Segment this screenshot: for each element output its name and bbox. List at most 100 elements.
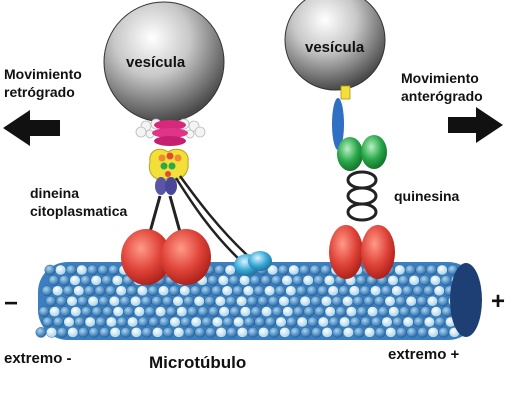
tubulin-alpha	[70, 306, 82, 317]
tubulin-beta	[62, 285, 74, 297]
dynein-stalk-long-2	[178, 175, 249, 257]
tubulin-beta	[77, 295, 89, 307]
tubulin-alpha	[426, 295, 438, 307]
tubulin-alpha	[127, 316, 139, 328]
tubulin-beta	[52, 316, 64, 328]
tubulin-beta	[214, 264, 226, 276]
tubulin-beta	[123, 306, 135, 317]
tubulin-beta	[56, 327, 68, 338]
tubulin-beta	[292, 306, 304, 317]
tubulin-beta	[355, 275, 367, 286]
tubulin-beta	[401, 285, 413, 297]
tubulin-alpha	[384, 295, 396, 307]
tubulin-beta	[423, 285, 435, 297]
tubulin-alpha	[111, 275, 123, 286]
tubulin-beta	[298, 264, 310, 276]
tubulin-alpha	[155, 306, 167, 317]
tubulin-alpha	[408, 275, 420, 286]
tubulin-beta	[44, 264, 56, 276]
tubulin-beta	[328, 316, 340, 328]
tubulin-alpha	[179, 285, 191, 297]
tubulin-beta	[194, 327, 206, 338]
kinesin-light-chain-yellow	[340, 85, 351, 100]
kinesin-tail-right	[361, 135, 387, 169]
tubulin-beta	[151, 295, 163, 307]
tubulin-alpha	[52, 285, 64, 297]
tubulin-beta	[359, 285, 371, 297]
tubulin-alpha	[239, 275, 251, 286]
tubulin-beta	[228, 275, 240, 286]
tubulin-alpha	[90, 275, 102, 286]
retrograde-arrow-icon	[3, 110, 60, 146]
tubulin-alpha	[323, 275, 335, 286]
tubulin-alpha	[385, 327, 397, 338]
tubulin-alpha	[342, 327, 354, 338]
dynein-stalk-right	[168, 195, 182, 233]
tubulin-beta	[377, 306, 389, 317]
tubulin-beta	[398, 306, 410, 317]
tubulin-beta	[186, 306, 198, 317]
tubulin-beta	[161, 295, 173, 307]
tubulin-beta	[250, 306, 262, 317]
tubulin-beta	[120, 327, 132, 338]
tubulin-alpha	[105, 316, 117, 328]
tubulin-beta	[254, 316, 266, 328]
tubulin-alpha	[345, 306, 357, 317]
tubulin-alpha	[370, 285, 382, 297]
dynein-head-right	[161, 229, 211, 285]
tubulin-beta	[189, 285, 201, 297]
tubulin-beta	[415, 264, 427, 276]
tubulin-alpha	[278, 295, 290, 307]
tubulin-alpha	[87, 295, 99, 307]
tubulin-beta	[313, 275, 325, 286]
tubulin-alpha	[130, 295, 142, 307]
tubulin-beta	[356, 306, 368, 317]
adaptor-magenta	[152, 120, 188, 146]
tubulin-beta	[309, 264, 321, 276]
tubulin-alpha	[320, 295, 332, 307]
tubulin-beta	[257, 295, 269, 307]
tubulin-beta	[380, 285, 392, 297]
dynein-label-line2: citoplasmatica	[30, 203, 128, 219]
tubulin-beta	[42, 316, 54, 328]
tubulin-alpha	[66, 295, 78, 307]
tubulin-beta	[352, 295, 364, 307]
dynein-head-left	[121, 229, 171, 285]
tubulin-beta	[91, 306, 103, 317]
tubulin-alpha	[339, 316, 351, 328]
tubulin-alpha	[429, 275, 441, 286]
tubulin-alpha	[63, 316, 75, 328]
tubulin-alpha	[67, 327, 79, 338]
tubulin-beta	[277, 264, 289, 276]
tubulin-beta	[274, 285, 286, 297]
tubulin-beta	[249, 275, 261, 286]
tubulin-alpha	[236, 295, 248, 307]
tubulin-alpha	[115, 285, 127, 297]
tubulin-alpha	[217, 275, 229, 286]
intermediate-chains	[155, 177, 177, 195]
tubulin-alpha	[173, 327, 185, 338]
tubulin-beta	[253, 285, 265, 297]
tubulin-beta	[317, 285, 329, 297]
tubulin-beta	[363, 295, 375, 307]
tubulin-beta	[416, 295, 428, 307]
tubulin-beta	[395, 327, 407, 338]
tubulin-beta	[226, 327, 238, 338]
tubulin-beta	[232, 285, 244, 297]
tubulin-beta	[45, 295, 57, 307]
tubulin-beta	[268, 327, 280, 338]
tubulin-beta	[331, 295, 343, 307]
tubulin-alpha	[282, 306, 294, 317]
dynein-stalk-left	[148, 195, 162, 233]
tubulin-beta	[426, 264, 438, 276]
tubulin-beta	[434, 316, 446, 328]
vesicle-right	[284, 0, 386, 91]
dynein-mt-binding-domain-2	[248, 251, 272, 271]
tubulin-beta	[338, 285, 350, 297]
tubulin-beta	[370, 316, 382, 328]
kinesin-coiled-coil	[346, 170, 378, 222]
tubulin-alpha	[176, 306, 188, 317]
microtubule-end-cap	[450, 263, 482, 337]
tubulin-beta	[137, 316, 149, 328]
tubulin-alpha	[69, 275, 81, 286]
